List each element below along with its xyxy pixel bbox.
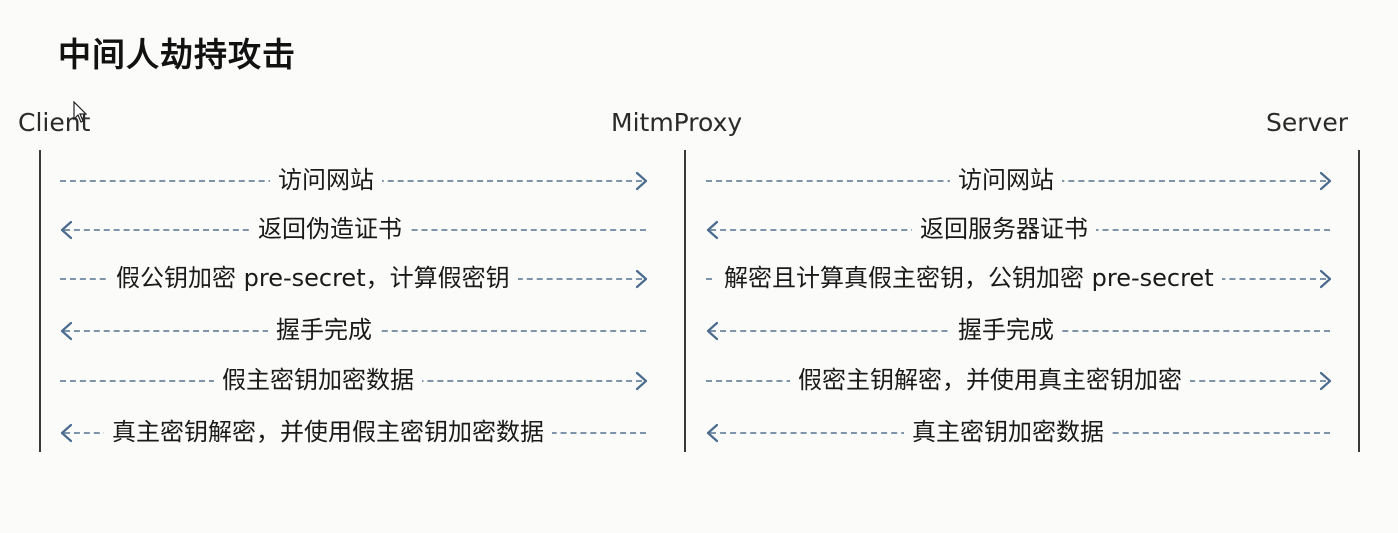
message-arrow: 假主密钥加密数据 (60, 365, 648, 395)
actor-server-label: Server (1266, 108, 1348, 137)
message-label: 真主密钥解密，并使用假主密钥加密数据 (104, 417, 552, 447)
arrow-left-icon (706, 220, 718, 240)
arrow-right-icon (636, 269, 648, 289)
server-lifeline (1358, 150, 1360, 452)
message-label: 访问网站 (270, 165, 382, 195)
arrow-right-icon (1320, 171, 1332, 191)
arrow-left-icon (60, 423, 72, 443)
message-arrow: 真主密钥加密数据 (706, 417, 1332, 447)
page-title: 中间人劫持攻击 (58, 35, 296, 74)
message-arrow: 假公钥加密 pre-secret，计算假密钥 (60, 263, 648, 293)
message-label: 真主密钥加密数据 (904, 417, 1112, 447)
message-arrow: 访问网站 (706, 165, 1332, 195)
actor-proxy-label: MitmProxy (611, 108, 743, 137)
message-arrow: 真主密钥解密，并使用假主密钥加密数据 (60, 417, 648, 447)
message-label: 返回服务器证书 (912, 214, 1096, 244)
message-label: 返回伪造证书 (250, 214, 410, 244)
message-arrow: 访问网站 (60, 165, 648, 195)
message-label: 解密且计算真假主密钥，公钥加密 pre-secret (716, 263, 1222, 293)
message-label: 假公钥加密 pre-secret，计算假密钥 (108, 263, 518, 293)
arrow-right-icon (1320, 269, 1332, 289)
message-label: 假密主钥解密，并使用真主密钥加密 (790, 365, 1190, 395)
message-arrow: 握手完成 (706, 315, 1332, 345)
message-arrow: 返回服务器证书 (706, 214, 1332, 244)
message-label: 假主密钥加密数据 (214, 365, 422, 395)
client-lifeline (39, 150, 41, 452)
message-label: 握手完成 (268, 315, 380, 345)
arrow-right-icon (636, 171, 648, 191)
message-label: 访问网站 (950, 165, 1062, 195)
message-arrow: 返回伪造证书 (60, 214, 648, 244)
arrow-left-icon (706, 423, 718, 443)
proxy-lifeline (684, 150, 686, 452)
arrow-left-icon (60, 321, 72, 341)
arrow-left-icon (706, 321, 718, 341)
message-arrow: 解密且计算真假主密钥，公钥加密 pre-secret (706, 263, 1332, 293)
message-label: 握手完成 (950, 315, 1062, 345)
mouse-cursor-icon (73, 101, 87, 123)
message-arrow: 假密主钥解密，并使用真主密钥加密 (706, 365, 1332, 395)
message-arrow: 握手完成 (60, 315, 648, 345)
arrow-right-icon (1320, 371, 1332, 391)
arrow-left-icon (60, 220, 72, 240)
arrow-right-icon (636, 371, 648, 391)
